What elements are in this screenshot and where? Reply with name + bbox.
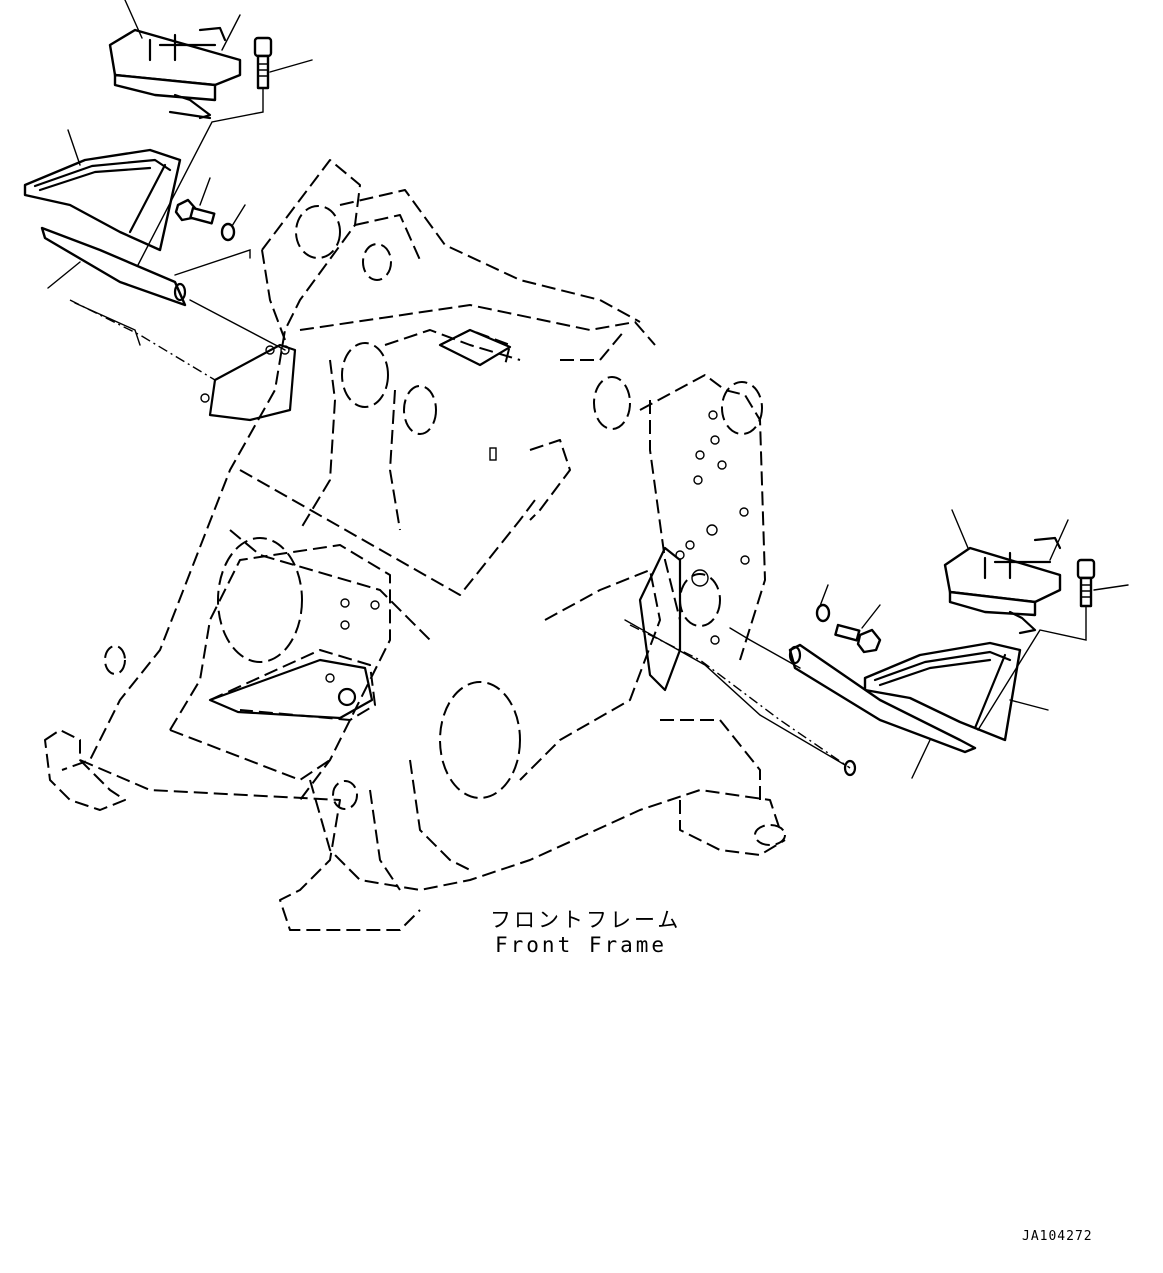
- right-plate: [788, 643, 977, 754]
- left-guard: [23, 148, 182, 252]
- left-cap-screw: [253, 36, 273, 90]
- left-guard-assembly: [23, 0, 313, 351]
- right-guard: [863, 641, 1022, 742]
- left-bolt: [174, 198, 216, 225]
- right-cap-screw: [1076, 558, 1096, 608]
- left-plate: [40, 226, 187, 307]
- pipe-lines: [69, 299, 857, 777]
- frame-label-japanese: フロントフレーム: [490, 908, 681, 932]
- frame-label-english: Front Frame: [495, 933, 667, 957]
- right-washer: [815, 603, 831, 623]
- left-washer: [220, 222, 236, 242]
- right-guard-assembly: [729, 509, 1129, 779]
- right-bolt: [834, 623, 882, 654]
- left-cover: [108, 26, 242, 120]
- right-cover: [943, 536, 1062, 635]
- drawing-code: JA104272: [1022, 1229, 1093, 1244]
- front-frame: [44, 159, 786, 931]
